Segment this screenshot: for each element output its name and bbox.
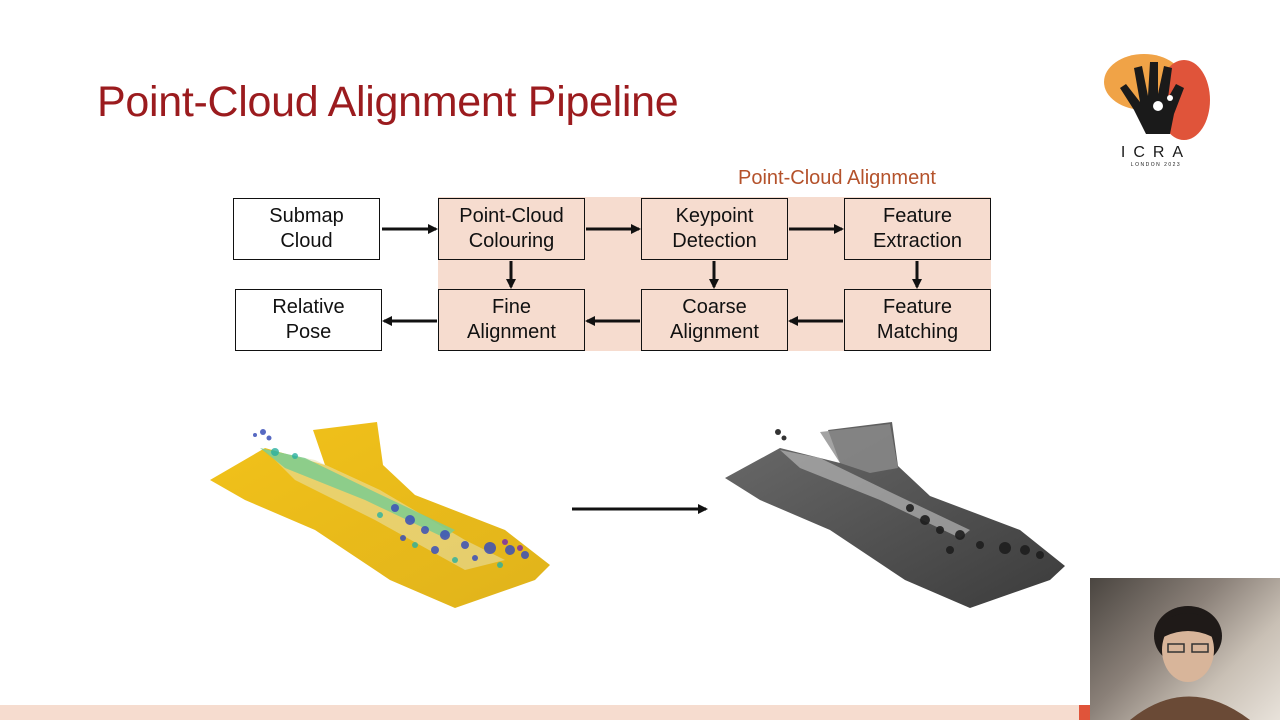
colourised-point-cloud: [725, 422, 1065, 608]
logo-wordmark: ICRA: [1121, 144, 1191, 161]
box-line: Pose: [285, 321, 332, 343]
icra-logo: ICRA LONDON 2023: [1100, 48, 1212, 168]
box-line: Relative: [272, 296, 345, 318]
box-line: Alignment: [670, 321, 759, 343]
box-line: Matching: [876, 321, 959, 343]
box-line: Detection: [672, 230, 757, 252]
box-line: Colouring: [468, 230, 555, 252]
presenter-webcam: [1090, 578, 1280, 720]
box-line: Extraction: [873, 230, 962, 252]
box-line: Point-Cloud: [459, 205, 564, 227]
height-coloured-point-cloud: [210, 422, 550, 608]
box-line: Coarse: [682, 296, 747, 318]
box-line: Cloud: [280, 230, 333, 252]
box-line: Submap: [269, 205, 344, 227]
box-line: Feature: [883, 296, 952, 318]
logo-subtitle: LONDON 2023: [1131, 162, 1181, 168]
footer-bar: [0, 705, 1090, 720]
box-line: Feature: [883, 205, 952, 227]
footer-accent: [1079, 705, 1090, 720]
box-line: Fine: [492, 296, 531, 318]
box-line: Alignment: [467, 321, 556, 343]
alignment-group-label: Point-Cloud Alignment: [738, 167, 936, 189]
slide-title: Point-Cloud Alignment Pipeline: [97, 78, 679, 126]
box-line: Keypoint: [675, 205, 754, 227]
